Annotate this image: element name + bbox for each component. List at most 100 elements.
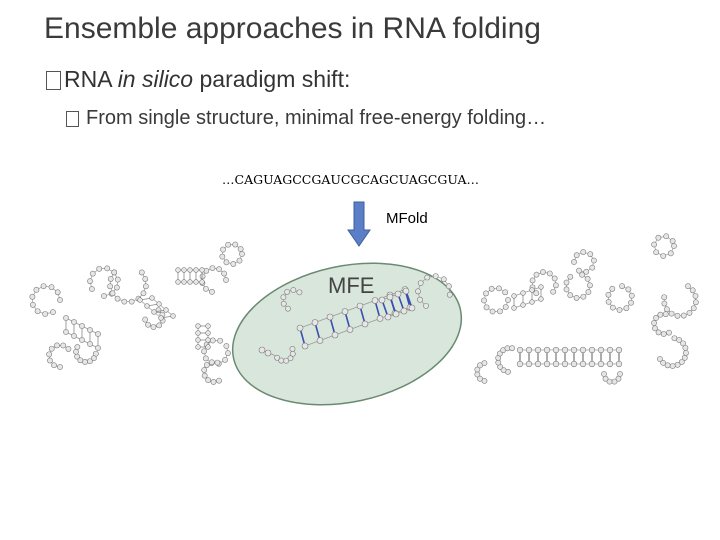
nucleotide-dot xyxy=(681,354,688,361)
nucleotide-dot xyxy=(140,290,147,297)
nucleotide-dot xyxy=(175,279,181,285)
nucleotide-dot xyxy=(230,261,237,267)
nucleotide-dot xyxy=(289,350,296,357)
nucleotide-dot xyxy=(474,366,481,373)
nucleotide-dot xyxy=(674,312,681,319)
nucleotide-dot xyxy=(386,293,394,301)
nucleotide-dot xyxy=(87,278,93,285)
nucleotide-dot xyxy=(561,360,569,368)
nucleotide-dot xyxy=(290,287,297,293)
nucleotide-dot xyxy=(682,344,689,351)
nucleotide-dot xyxy=(625,286,632,293)
nucleotide-dot xyxy=(606,378,613,385)
nucleotide-dot xyxy=(540,269,546,275)
nucleotide-dot xyxy=(683,349,689,356)
nucleotide-dot xyxy=(664,362,671,369)
nucleotide-dot xyxy=(40,283,47,290)
nucleotide-dot xyxy=(623,305,630,312)
nucleotide-dot xyxy=(676,337,683,343)
nucleotide-dot xyxy=(216,266,222,273)
nucleotide-dot xyxy=(264,349,272,357)
nucleotide-dot xyxy=(232,241,239,248)
nucleotide-dot xyxy=(150,324,157,330)
nucleotide-dot xyxy=(664,306,670,313)
nucleotide-dot xyxy=(57,297,63,303)
nucleotide-dot xyxy=(611,378,618,385)
bullet-box-icon xyxy=(46,71,61,91)
nucleotide-dot xyxy=(237,246,244,252)
down-arrow-icon xyxy=(347,201,371,247)
nucleotide-dot xyxy=(680,340,686,347)
nucleotide-dot xyxy=(57,364,63,370)
nucleotide-dot xyxy=(552,360,560,368)
nucleotide-dot xyxy=(615,346,623,354)
bullet1-suffix: paradigm shift: xyxy=(193,66,351,92)
nucleotide-dot xyxy=(222,356,228,363)
mfe-highlight-ellipse xyxy=(231,262,463,406)
nucleotide-dot xyxy=(628,292,635,299)
nucleotide-dot xyxy=(661,300,668,307)
nucleotide-dot xyxy=(580,249,587,255)
nucleotide-dot xyxy=(209,337,216,344)
nucleotide-dot xyxy=(692,293,699,299)
nucleotide-dot xyxy=(181,279,187,285)
nucleotide-dot xyxy=(655,329,662,336)
nucleotide-dot xyxy=(195,344,201,350)
nucleotide-dot xyxy=(576,267,582,274)
nucleotide-dot xyxy=(440,276,447,283)
nucleotide-dot xyxy=(202,355,209,362)
nucleotide-dot xyxy=(289,346,296,352)
nucleotide-dot xyxy=(671,335,678,342)
nucleotide-dot xyxy=(142,283,149,290)
nucleotide-dot xyxy=(674,361,681,368)
nucleotide-dot xyxy=(203,362,210,368)
nucleotide-dot xyxy=(87,327,93,333)
nucleotide-dot xyxy=(570,360,578,368)
nucleotide-dot xyxy=(144,303,150,309)
nucleotide-dot xyxy=(223,343,230,349)
nucleotide-dot xyxy=(563,279,570,286)
nucleotide-dot xyxy=(219,253,226,260)
nucleotide-dot xyxy=(199,267,205,273)
nucleotide-dot xyxy=(73,348,79,355)
nucleotide-dot xyxy=(534,346,542,354)
nucleotide-dot xyxy=(89,270,96,277)
nucleotide-dot xyxy=(616,307,623,313)
nucleotide-dot xyxy=(423,302,429,309)
nucleotide-dot xyxy=(201,367,208,373)
nucleotide-dot xyxy=(619,283,625,290)
nucleotide-dot xyxy=(552,346,560,354)
nucleotide-dot xyxy=(408,304,416,312)
nucleotide-dot xyxy=(483,290,489,297)
nucleotide-dot xyxy=(509,345,515,352)
nucleotide-dot xyxy=(590,257,597,264)
rna-secondary-structures xyxy=(29,233,699,385)
nucleotide-dot xyxy=(543,346,551,354)
nucleotide-dot xyxy=(163,307,169,313)
nucleotide-dot xyxy=(287,355,294,362)
nucleotide-dot xyxy=(296,289,303,296)
nucleotide-dot xyxy=(628,299,634,306)
nucleotide-dot xyxy=(114,295,121,302)
nucleotide-dot xyxy=(392,310,400,318)
nucleotide-dot xyxy=(95,345,101,351)
nucleotide-dot xyxy=(223,277,229,283)
nucleotide-dot xyxy=(671,243,677,249)
nucleotide-dot xyxy=(689,287,696,294)
nucleotide-dot xyxy=(525,346,533,354)
nucleotide-dot xyxy=(205,344,211,350)
nucleotide-dot xyxy=(588,360,596,368)
nucleotide-dot xyxy=(651,320,657,326)
nucleotide-dot xyxy=(175,267,181,273)
nucleotide-dot xyxy=(88,286,95,292)
nucleotide-dot xyxy=(74,344,81,350)
nucleotide-dot xyxy=(205,377,212,384)
nucleotide-dot xyxy=(71,333,77,339)
nucleotide-dot xyxy=(280,294,287,301)
nucleotide-dot xyxy=(283,357,290,364)
nucleotide-dot xyxy=(417,296,423,303)
nucleotide-dot xyxy=(142,316,149,323)
nucleotide-dot xyxy=(201,372,208,379)
bullet-level-2: From single structure, minimal free-ener… xyxy=(66,107,546,130)
